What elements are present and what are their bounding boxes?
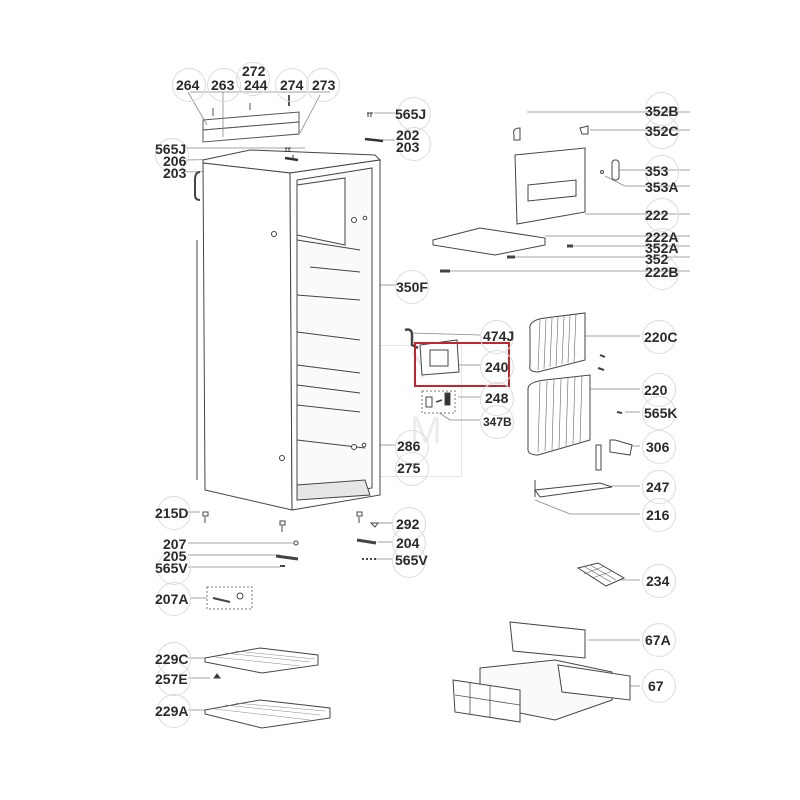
part-label-220C[interactable]: 220C [644,329,678,345]
part-label-272[interactable]: 272 [242,63,266,79]
part-label-205[interactable]: 205 [163,548,187,564]
part-label-240[interactable]: 240 [485,359,509,375]
part-label-222[interactable]: 222 [645,207,669,223]
control-module-part [404,328,460,414]
callout-ring [157,582,191,616]
part-label-207[interactable]: 207 [163,536,187,552]
part-label-203[interactable]: 203 [396,139,420,155]
part-label-215D[interactable]: 215D [155,505,189,521]
callout-ring [392,544,426,578]
callout-ring [155,138,189,172]
callout-ring [645,115,679,149]
part-label-264[interactable]: 264 [176,77,200,93]
callout-ring [642,564,676,598]
part-label-352B[interactable]: 352B [645,103,679,119]
top-trim-part [202,95,300,143]
part-label-207A[interactable]: 207A [155,591,189,607]
part-label-275[interactable]: 275 [397,460,421,476]
part-label-248[interactable]: 248 [485,390,509,406]
callout-ring [642,498,676,532]
shelf-cover-parts [527,312,633,498]
part-label-352[interactable]: 352 [645,251,669,267]
part-label-257E[interactable]: 257E [155,671,188,687]
part-label-247[interactable]: 247 [646,479,670,495]
callout-ring [157,694,191,728]
part-label-292[interactable]: 292 [396,516,420,532]
part-label-203[interactable]: 203 [163,165,187,181]
callout-ring [642,396,676,430]
part-label-352C[interactable]: 352C [645,123,679,139]
wire-shelf-parts [204,647,331,729]
callout-ring [395,452,429,486]
part-label-565V[interactable]: 565V [395,552,428,568]
part-label-204[interactable]: 204 [396,535,420,551]
callout-ring [172,68,206,102]
part-label-274[interactable]: 274 [280,77,304,93]
callout-ring [642,623,676,657]
crisper-drawer-parts [452,621,631,723]
callout-ring [397,127,431,161]
callout-ring [480,405,514,439]
freezer-door-part [432,125,620,273]
callout-ring [236,62,270,96]
part-label-565J[interactable]: 565J [155,141,187,157]
callout-ring [642,430,676,464]
part-label-222B[interactable]: 222B [645,264,679,280]
part-label-347B[interactable]: 347B [483,415,512,429]
callout-ring [642,669,676,703]
part-label-220[interactable]: 220 [644,382,668,398]
part-label-565J[interactable]: 565J [395,106,427,122]
screw-parts [284,112,384,162]
callout-ring [645,155,679,189]
part-label-229A[interactable]: 229A [155,703,189,719]
part-label-229C[interactable]: 229C [155,651,189,667]
part-label-352A[interactable]: 352A [645,240,679,256]
part-label-286[interactable]: 286 [397,438,421,454]
part-label-216[interactable]: 216 [646,507,670,523]
part-label-67[interactable]: 67 [648,678,664,694]
part-label-202[interactable]: 202 [396,127,420,143]
part-label-353[interactable]: 353 [645,163,669,179]
part-label-565V[interactable]: 565V [155,560,188,576]
part-label-67A[interactable]: 67A [645,632,671,648]
part-label-353A[interactable]: 353A [645,179,679,195]
part-label-244[interactable]: 244 [244,77,268,93]
callout-ring [157,496,191,530]
part-label-565K[interactable]: 565K [644,405,678,421]
fridge-cabinet [194,149,382,511]
part-label-273[interactable]: 273 [312,77,336,93]
feet-parts [202,511,379,610]
callout-ring [645,256,679,290]
part-label-350F[interactable]: 350F [396,279,428,295]
callout-ring [395,270,429,304]
part-label-234[interactable]: 234 [646,573,670,589]
callout-ring [306,68,340,102]
part-label-306[interactable]: 306 [646,439,670,455]
ice-tray-part [576,562,626,587]
part-label-474J[interactable]: 474J [483,328,515,344]
part-label-222A[interactable]: 222A [645,229,679,245]
part-label-206[interactable]: 206 [163,153,187,169]
part-label-263[interactable]: 263 [211,77,235,93]
callout-ring [642,320,676,354]
